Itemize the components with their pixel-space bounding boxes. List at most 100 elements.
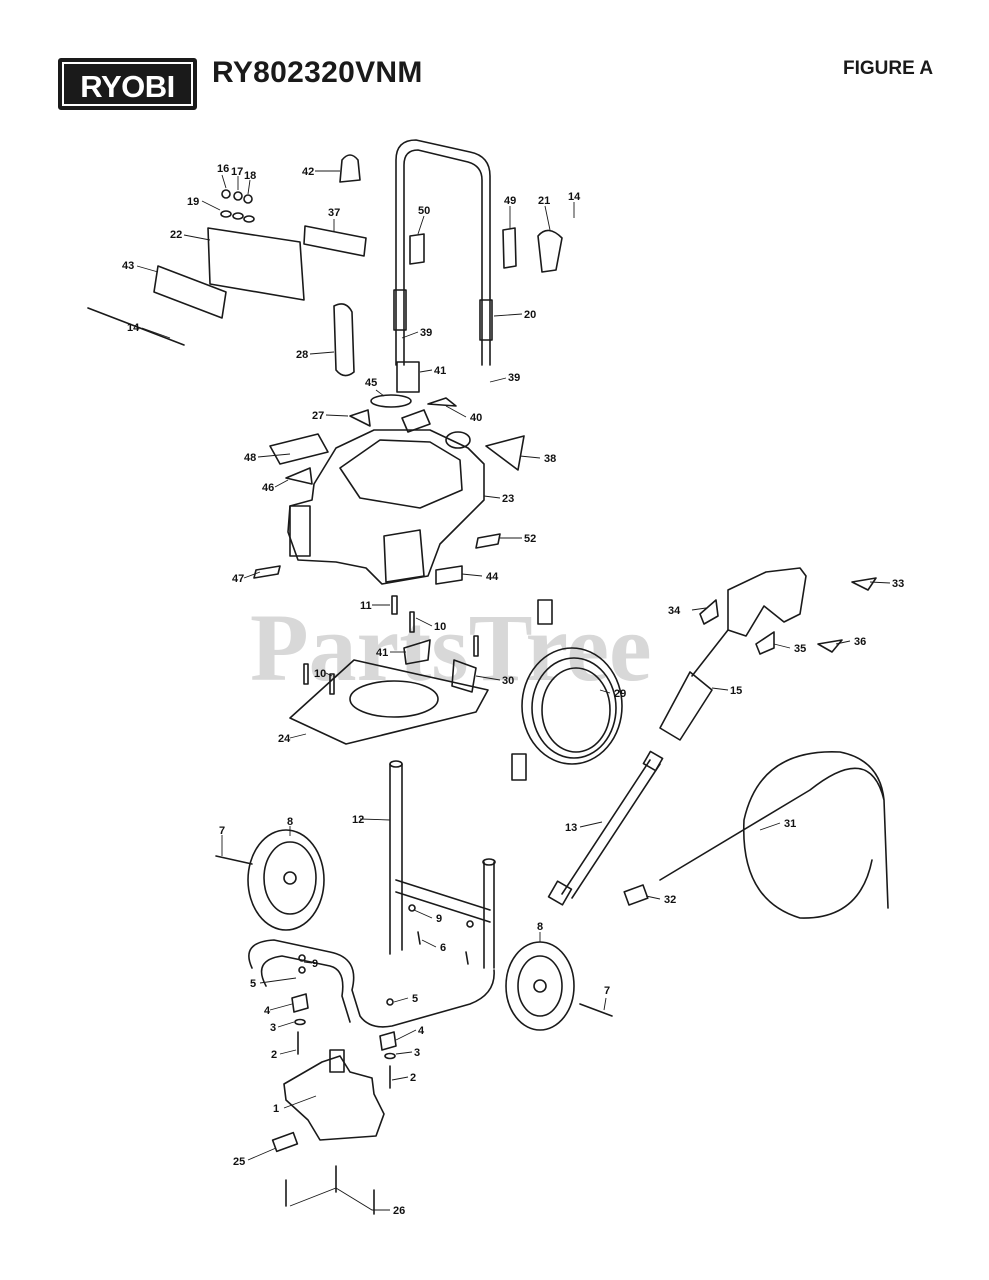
wand-13 xyxy=(561,759,661,899)
decal-34 xyxy=(699,599,719,625)
callout-41-base: 41 xyxy=(376,647,388,659)
decal-48 xyxy=(269,433,329,465)
callout-3-left: 3 xyxy=(270,1022,276,1034)
callout-9-left: 9 xyxy=(312,958,318,970)
decal-41-base xyxy=(403,639,431,665)
fitting-25 xyxy=(271,1131,299,1153)
watermark: PartsTree xyxy=(250,594,652,701)
callout-5-left: 5 xyxy=(250,978,256,990)
callout-5-right: 5 xyxy=(412,993,418,1005)
engine-shroud xyxy=(339,439,463,509)
washer-19c xyxy=(243,215,255,223)
nozzle-32 xyxy=(623,884,649,906)
callout-10-left: 10 xyxy=(314,668,326,680)
axle-7-left xyxy=(215,855,253,865)
callout-3-right: 3 xyxy=(414,1047,420,1059)
callout-37: 37 xyxy=(328,207,340,219)
callout-2-left: 2 xyxy=(271,1049,277,1061)
callout-8-right: 8 xyxy=(537,921,543,933)
gun-holder-21 xyxy=(537,229,563,273)
callout-44: 44 xyxy=(486,571,499,583)
callout-47: 47 xyxy=(232,573,244,585)
decal-47 xyxy=(253,565,281,579)
washer-3-left xyxy=(294,1018,306,1026)
decal-45 xyxy=(370,394,412,408)
callout-4-right: 4 xyxy=(418,1025,425,1037)
bolt-10c xyxy=(303,663,309,685)
label-43 xyxy=(153,265,227,319)
callout-30: 30 xyxy=(502,675,514,687)
pump-inlet xyxy=(329,1049,345,1073)
frame-top-left xyxy=(389,760,403,768)
figure-label: FIGURE A xyxy=(843,58,934,79)
callout-32: 32 xyxy=(664,894,676,906)
callout-17: 17 xyxy=(231,166,243,178)
callout-13: 13 xyxy=(565,822,577,834)
wheel-8-right-center xyxy=(533,979,547,993)
washer-19b xyxy=(232,212,244,220)
decal-27 xyxy=(349,409,371,427)
callout-11: 11 xyxy=(360,600,372,612)
callout-10-top: 10 xyxy=(434,621,446,633)
foot-4-right xyxy=(379,1031,397,1051)
ryobi-logo: RYOBI xyxy=(58,58,197,110)
callout-9-top: 9 xyxy=(436,913,442,925)
hose-29-coil1 xyxy=(521,647,623,765)
pin-6 xyxy=(417,931,469,965)
callout-36: 36 xyxy=(854,636,866,648)
hose-31 xyxy=(659,751,889,919)
logo-text: RYOBI xyxy=(80,69,175,104)
wheel-8-left-center xyxy=(283,871,297,885)
pull-handle xyxy=(401,409,431,433)
callout-14-left: 14 xyxy=(127,322,140,334)
decal-30 xyxy=(451,659,477,693)
decal-35 xyxy=(755,631,775,655)
wheel-8-left xyxy=(247,829,325,931)
decal-33 xyxy=(851,577,877,591)
callout-39-top: 39 xyxy=(420,327,432,339)
nut-9d xyxy=(298,966,306,974)
washer-19a xyxy=(220,210,232,218)
callout-12: 12 xyxy=(352,814,364,826)
wheel-8-right-hub xyxy=(517,955,563,1017)
callout-2-right: 2 xyxy=(410,1072,416,1084)
decal-38 xyxy=(485,435,525,471)
callout-29: 29 xyxy=(614,688,626,700)
hose-29-coil2 xyxy=(531,657,617,759)
frame-top-right xyxy=(482,858,496,866)
hose-29-coil3 xyxy=(541,667,611,753)
nozzle-17 xyxy=(233,191,243,201)
callout-28: 28 xyxy=(296,349,308,361)
bolt-5 xyxy=(386,998,394,1006)
callout-43: 43 xyxy=(122,260,134,272)
nut-9a xyxy=(408,904,416,912)
callout-7-left: 7 xyxy=(219,825,225,837)
foot-4-left xyxy=(291,993,309,1013)
decal-40 xyxy=(427,397,457,407)
callout-27: 27 xyxy=(312,410,324,422)
callout-22: 22 xyxy=(170,229,182,241)
callout-33: 33 xyxy=(892,578,904,590)
callout-4-left: 4 xyxy=(264,1005,271,1017)
pump-1 xyxy=(283,1055,385,1141)
nut-9c xyxy=(298,954,306,962)
hose-fitting-top xyxy=(537,599,553,625)
callout-40: 40 xyxy=(470,412,482,424)
callout-23: 23 xyxy=(502,493,514,505)
callout-8-left: 8 xyxy=(287,816,293,828)
decal-36 xyxy=(817,639,843,653)
callout-20: 20 xyxy=(524,309,536,321)
callout-25: 25 xyxy=(233,1156,245,1168)
callout-6: 6 xyxy=(440,942,446,954)
holder-49 xyxy=(502,227,517,269)
engine-23 xyxy=(287,429,485,585)
tag-42 xyxy=(339,154,361,183)
nut-9b xyxy=(466,920,474,928)
callout-7-right: 7 xyxy=(604,985,610,997)
model-number: RY802320VNM xyxy=(212,56,423,89)
callout-34: 34 xyxy=(668,605,681,617)
label-50 xyxy=(409,233,425,265)
nozzle-16 xyxy=(221,189,231,199)
